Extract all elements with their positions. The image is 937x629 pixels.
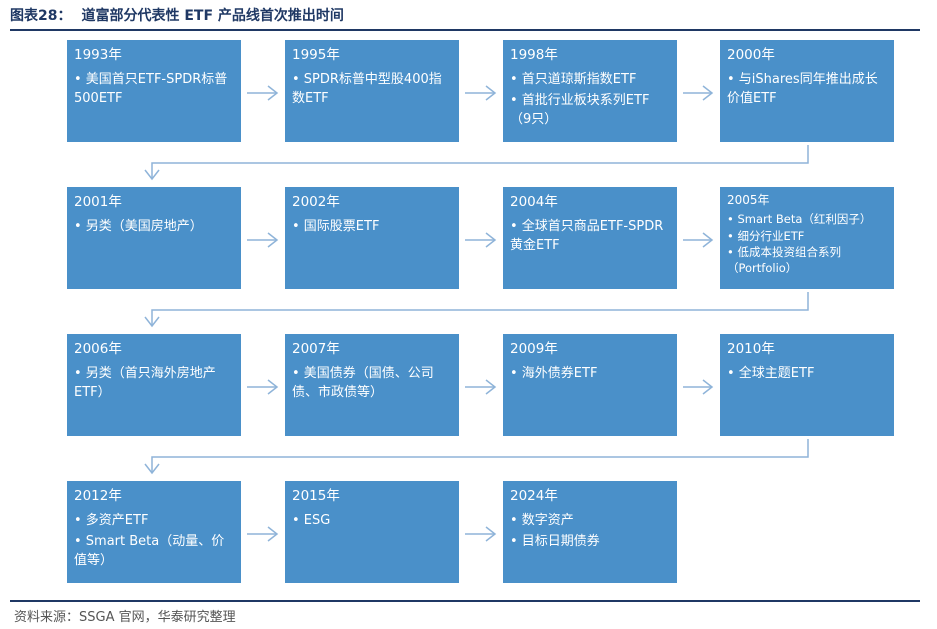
- milestone-item: • 美国首只ETF-SPDR标普500ETF: [74, 72, 228, 106]
- milestone-box: 2006年 • 另类（首只海外房地产ETF）: [67, 334, 241, 436]
- milestone-item: • 数字资产: [510, 513, 574, 528]
- milestone-box: 2007年 • 美国债券（国债、公司债、市政债等）: [285, 334, 459, 436]
- right-arrow-head-icon: [485, 526, 497, 542]
- milestone-year: 1998年: [510, 47, 558, 63]
- down-arrow-head-icon: [144, 463, 160, 475]
- milestone-box: 2001年 • 另类（美国房地产）: [67, 187, 241, 289]
- milestone-year: 2002年: [292, 194, 340, 210]
- right-arrow-head-icon: [485, 379, 497, 395]
- wrap-connector: [151, 439, 809, 473]
- milestone-box: 2012年 • 多资产ETF • Smart Beta（动量、价值等）: [67, 481, 241, 583]
- milestone-year: 1993年: [74, 47, 122, 63]
- milestone-box: 2000年 • 与iShares同年推出成长价值ETF: [720, 40, 894, 142]
- milestone-item: • 另类（美国房地产）: [74, 219, 203, 234]
- milestone-item: • 首只道琼斯指数ETF: [510, 72, 637, 87]
- milestone-box: 1998年 • 首只道琼斯指数ETF • 首批行业板块系列ETF（9只）: [503, 40, 677, 142]
- milestone-item: • 海外债券ETF: [510, 366, 598, 381]
- bottom-divider: [10, 600, 920, 602]
- right-arrow-head-icon: [702, 379, 714, 395]
- milestone-year: 2009年: [510, 341, 558, 357]
- milestone-box: 2004年 • 全球首只商品ETF-SPDR黄金ETF: [503, 187, 677, 289]
- milestone-year: 2015年: [292, 488, 340, 504]
- right-arrow-head-icon: [267, 85, 279, 101]
- milestone-box: 2002年 • 国际股票ETF: [285, 187, 459, 289]
- milestone-item: • ESG: [292, 513, 331, 528]
- milestone-item: • 与iShares同年推出成长价值ETF: [727, 72, 878, 106]
- figure-title: 图表28： 道富部分代表性 ETF 产品线首次推出时间: [10, 5, 354, 25]
- milestone-year: 2006年: [74, 341, 122, 357]
- milestone-box: 2009年 • 海外债券ETF: [503, 334, 677, 436]
- milestone-item: • 全球首只商品ETF-SPDR黄金ETF: [510, 219, 664, 253]
- milestone-item: • 美国债券（国债、公司债、市政债等）: [292, 366, 434, 400]
- milestone-item: • 另类（首只海外房地产ETF）: [74, 366, 216, 400]
- milestone-year: 2004年: [510, 194, 558, 210]
- milestone-box: 2024年 • 数字资产 • 目标日期债券: [503, 481, 677, 583]
- milestone-year: 2024年: [510, 488, 558, 504]
- figure-label: 图表28：: [10, 8, 72, 24]
- milestone-item: • 国际股票ETF: [292, 219, 380, 234]
- figure-title-text: 道富部分代表性 ETF 产品线首次推出时间: [81, 8, 344, 24]
- right-arrow-head-icon: [267, 379, 279, 395]
- source-note: 资料来源：SSGA 官网，华泰研究整理: [14, 610, 236, 625]
- milestone-year: 1995年: [292, 47, 340, 63]
- wrap-connector: [151, 145, 809, 179]
- down-arrow-head-icon: [144, 316, 160, 328]
- down-arrow-head-icon: [144, 169, 160, 181]
- milestone-year: 2005年: [727, 193, 770, 207]
- milestone-box: 2015年 • ESG: [285, 481, 459, 583]
- right-arrow-head-icon: [267, 232, 279, 248]
- milestone-year: 2012年: [74, 488, 122, 504]
- right-arrow-head-icon: [267, 526, 279, 542]
- milestone-year: 2007年: [292, 341, 340, 357]
- milestone-item: • 目标日期债券: [510, 534, 600, 549]
- right-arrow-head-icon: [485, 232, 497, 248]
- right-arrow-head-icon: [702, 85, 714, 101]
- milestone-box: 2005年 • Smart Beta（红利因子） • 细分行业ETF • 低成本投资组…: [720, 187, 894, 289]
- milestone-item: • 细分行业ETF: [727, 228, 805, 243]
- right-arrow-head-icon: [702, 232, 714, 248]
- milestone-item: • SPDR标普中型股400指数ETF: [292, 72, 442, 106]
- milestone-item: • 全球主题ETF: [727, 366, 815, 381]
- wrap-connector: [151, 292, 809, 326]
- milestone-item: • 首批行业板块系列ETF（9只）: [510, 93, 650, 127]
- milestone-box: 1993年 • 美国首只ETF-SPDR标普500ETF: [67, 40, 241, 142]
- milestone-item: • Smart Beta（红利因子）: [727, 212, 872, 226]
- milestone-box: 2010年 • 全球主题ETF: [720, 334, 894, 436]
- milestone-item: • 低成本投资组合系列（Portfolio）: [727, 245, 841, 275]
- milestone-item: • Smart Beta（动量、价值等）: [74, 534, 225, 568]
- milestone-year: 2010年: [727, 341, 775, 357]
- milestone-year: 2001年: [74, 194, 122, 210]
- milestone-box: 1995年 • SPDR标普中型股400指数ETF: [285, 40, 459, 142]
- milestone-year: 2000年: [727, 47, 775, 63]
- top-divider: [10, 29, 920, 31]
- right-arrow-head-icon: [485, 85, 497, 101]
- milestone-item: • 多资产ETF: [74, 513, 149, 528]
